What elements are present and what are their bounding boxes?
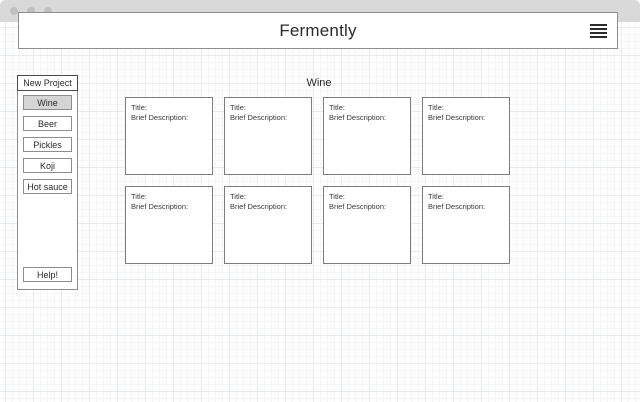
card-description-label: Brief Description: [131,202,189,211]
recipe-card[interactable]: Title: Brief Description: [125,97,213,175]
sidebar-item-pickles[interactable]: Pickles [23,137,72,152]
card-title-label: Title: [329,103,345,112]
recipe-card[interactable]: Title: Brief Description: [422,186,510,264]
new-project-button[interactable]: New Project [17,75,78,91]
maximize-dot-icon[interactable] [44,7,52,15]
app-header-bar: Fermently [18,12,618,49]
sidebar-item-beer[interactable]: Beer [23,116,72,131]
card-description-label: Brief Description: [428,202,486,211]
sidebar-item-hot-sauce[interactable]: Hot sauce [23,179,72,194]
card-title-label: Title: [428,192,444,201]
close-dot-icon[interactable] [10,7,18,15]
card-title-label: Title: [230,103,246,112]
card-title-label: Title: [131,192,147,201]
hamburger-bar [590,23,607,26]
help-button[interactable]: Help! [23,267,72,282]
window-controls [10,7,52,15]
recipe-card[interactable]: Title: Brief Description: [323,97,411,175]
card-description-label: Brief Description: [428,113,486,122]
sidebar-item-koji[interactable]: Koji [23,158,72,173]
recipe-card[interactable]: Title: Brief Description: [125,186,213,264]
content-heading: Wine [306,77,332,89]
card-description-label: Brief Description: [131,113,189,122]
card-grid: Title: Brief Description: Title: Brief D… [125,97,514,264]
sidebar-item-wine[interactable]: Wine [23,95,72,110]
recipe-card[interactable]: Title: Brief Description: [323,186,411,264]
card-description-label: Brief Description: [230,202,288,211]
hamburger-bar [590,27,607,30]
card-description-label: Brief Description: [230,113,288,122]
hamburger-bar [590,31,607,34]
graph-paper-canvas [0,22,640,402]
card-description-label: Brief Description: [329,113,387,122]
minimize-dot-icon[interactable] [27,7,35,15]
sidebar: Wine Beer Pickles Koji Hot sauce Help! [17,88,78,290]
card-title-label: Title: [329,192,345,201]
card-title-label: Title: [230,192,246,201]
recipe-card[interactable]: Title: Brief Description: [224,97,312,175]
card-title-label: Title: [131,103,147,112]
recipe-card[interactable]: Title: Brief Description: [224,186,312,264]
card-description-label: Brief Description: [329,202,387,211]
hamburger-bar [590,35,607,38]
recipe-card[interactable]: Title: Brief Description: [422,97,510,175]
hamburger-menu-icon[interactable] [590,23,607,38]
page-title: Fermently [279,20,357,40]
card-title-label: Title: [428,103,444,112]
